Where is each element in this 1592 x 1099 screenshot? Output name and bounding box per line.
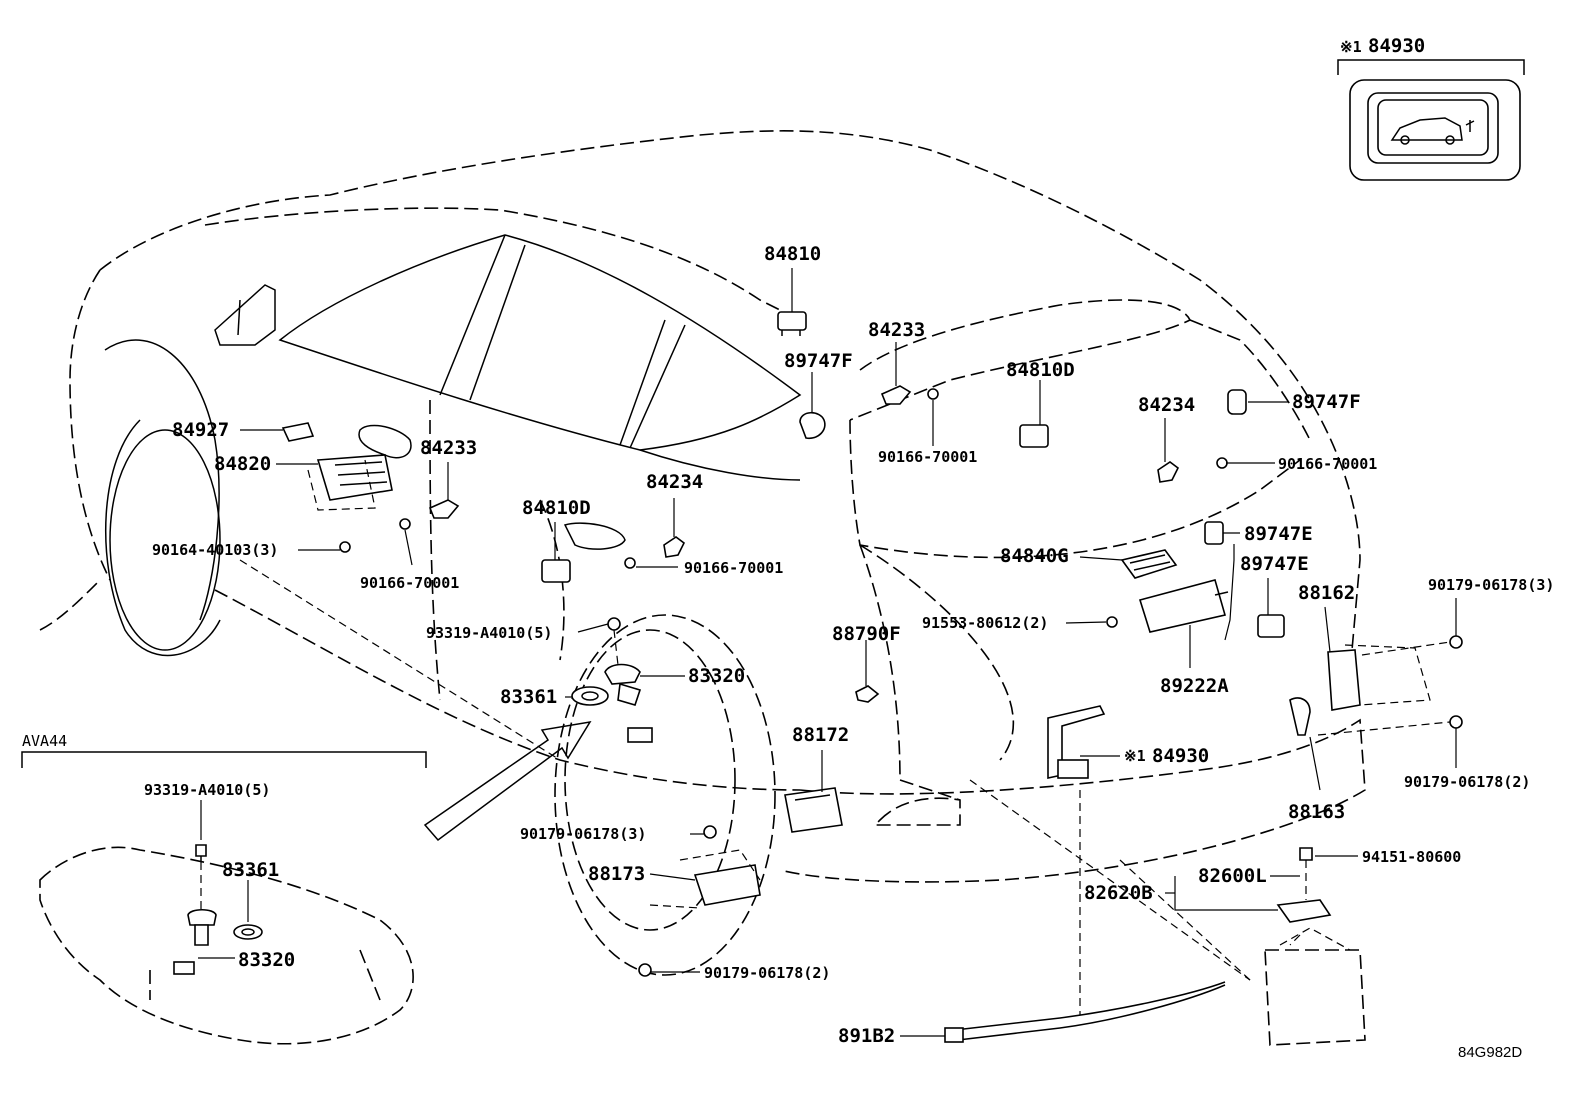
part-labels: ※1 84930 84810 84233 89747F 84810D 84234… <box>22 35 1554 1061</box>
part-label-83361: 83361 <box>222 859 279 881</box>
part-label-90179-06178: 90179-06178(2) <box>1404 773 1530 791</box>
ava44-inset <box>21 751 427 1045</box>
part-label-83320: 83320 <box>688 665 745 687</box>
part-label-88790F: 88790F <box>832 623 901 645</box>
note-symbol-label: ※1 <box>1124 747 1146 765</box>
part-label-84927: 84927 <box>172 419 229 441</box>
part-label-82620B: 82620B <box>1084 882 1153 904</box>
part-label-89747F: 89747F <box>784 350 853 372</box>
part-label-89747F: 89747F <box>1292 391 1361 413</box>
part-label-94151-80600: 94151-80600 <box>1362 848 1461 866</box>
part-label-84810D: 84810D <box>522 497 591 519</box>
part-label-88163: 88163 <box>1288 801 1345 823</box>
part-label-90166-70001: 90166-70001 <box>360 574 459 592</box>
part-label-93319-A4010: 93319-A4010(5) <box>144 781 270 799</box>
part-label-84820: 84820 <box>214 453 271 475</box>
switch-inset <box>1337 59 1525 181</box>
part-label-84810D: 84810D <box>1006 359 1075 381</box>
part-label-88172: 88172 <box>792 724 849 746</box>
vehicle-outline <box>39 130 1366 976</box>
part-label-89747E: 89747E <box>1240 553 1309 575</box>
part-label-93319-A4010: 93319-A4010(5) <box>426 624 552 642</box>
part-label-84930-top: 84930 <box>1368 35 1425 57</box>
part-label-84840G: 84840G <box>1000 545 1069 567</box>
variant-label-ava44: AVA44 <box>22 732 67 750</box>
part-label-84234: 84234 <box>1138 394 1195 416</box>
part-label-84233: 84233 <box>868 319 925 341</box>
part-label-89747E: 89747E <box>1244 523 1313 545</box>
part-label-88173: 88173 <box>588 863 645 885</box>
part-label-82600L: 82600L <box>1198 865 1267 887</box>
leader-lines <box>240 268 1457 1037</box>
part-label-83320: 83320 <box>238 949 295 971</box>
part-label-891B2: 891B2 <box>838 1025 895 1047</box>
part-label-90166-70001: 90166-70001 <box>684 559 783 577</box>
part-label-90179-06178: 90179-06178(3) <box>1428 576 1554 594</box>
part-label-90166-70001: 90166-70001 <box>1278 455 1377 473</box>
part-label-90179-06178: 90179-06178(2) <box>704 964 830 982</box>
part-label-84930: 84930 <box>1152 745 1209 767</box>
parts-group <box>239 311 1463 1046</box>
catalog-code: 84G982D <box>1458 1044 1522 1061</box>
part-label-83361: 83361 <box>500 686 557 708</box>
part-label-90164-40103: 90164-40103(3) <box>152 541 278 559</box>
part-label-89222A: 89222A <box>1160 675 1229 697</box>
part-label-84234: 84234 <box>646 471 703 493</box>
part-label-88162: 88162 <box>1298 582 1355 604</box>
part-label-91553-80612: 91553-80612(2) <box>922 614 1048 632</box>
part-label-90166-70001: 90166-70001 <box>878 448 977 466</box>
part-label-90179-06178: 90179-06178(3) <box>520 825 646 843</box>
part-label-84810: 84810 <box>764 243 821 265</box>
part-label-84233: 84233 <box>420 437 477 459</box>
note-symbol-label: ※1 <box>1340 38 1362 56</box>
